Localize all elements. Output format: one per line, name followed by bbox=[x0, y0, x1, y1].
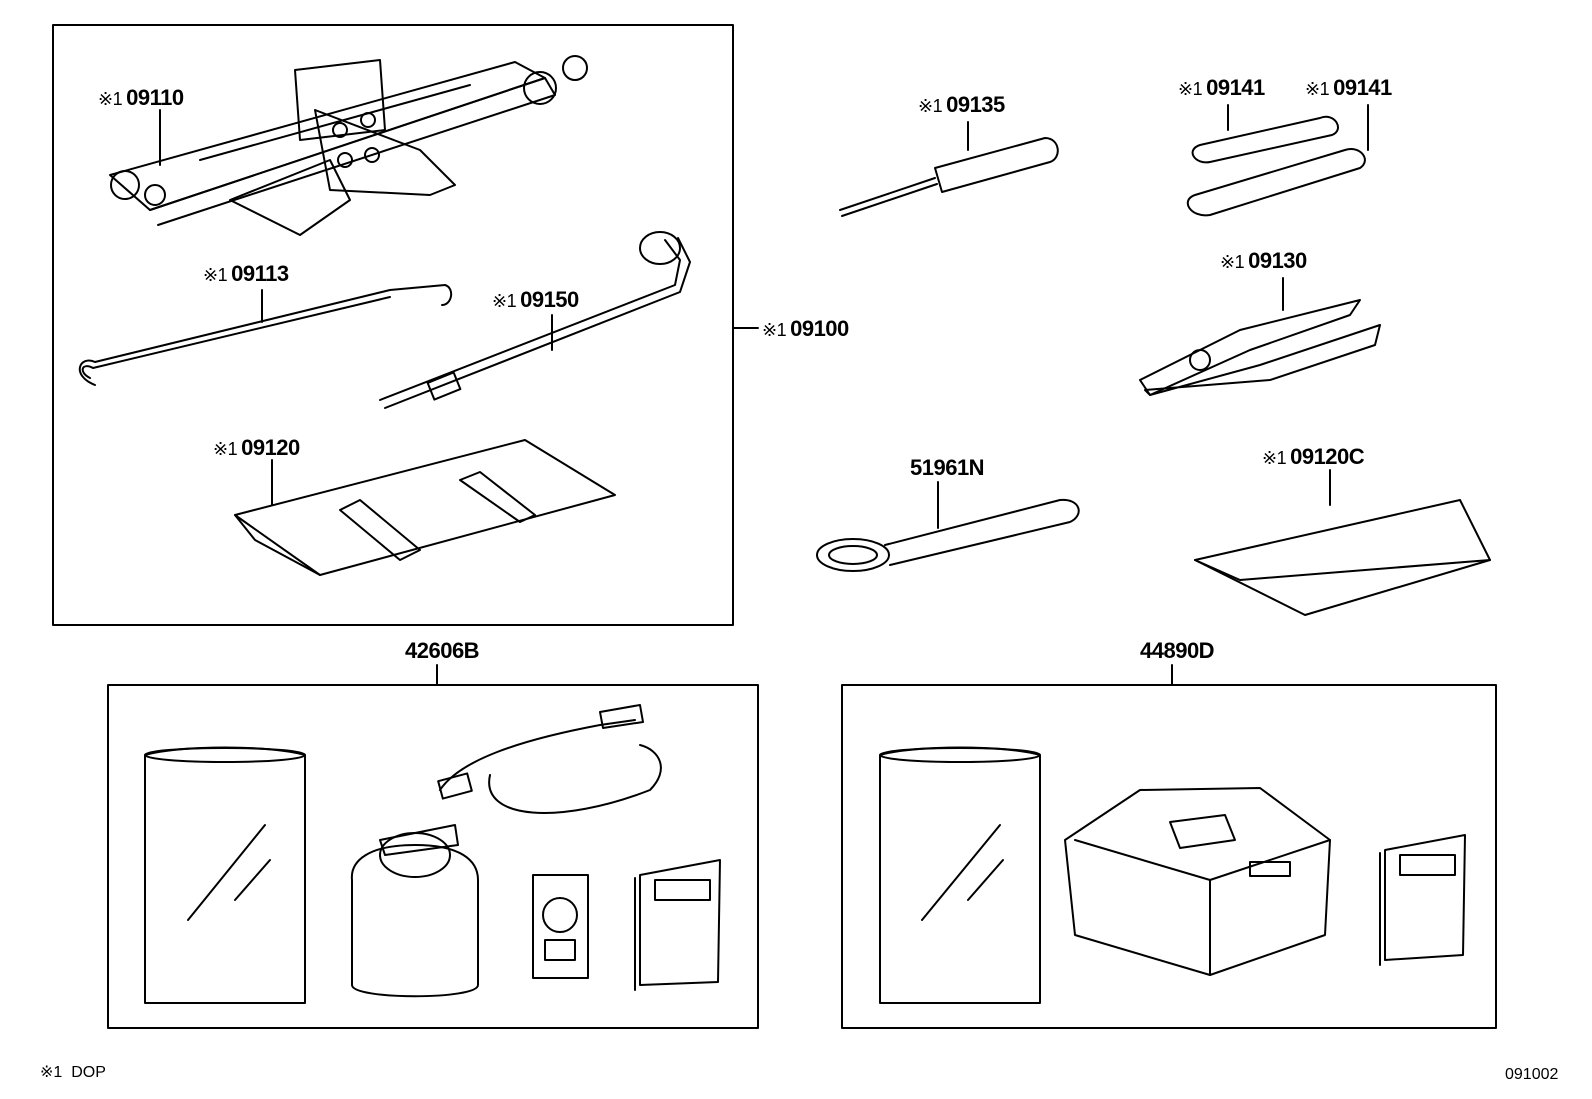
tool-bag-icon bbox=[234, 439, 616, 576]
dop-mark: ※1 bbox=[1220, 252, 1245, 272]
diagram-code: 091002 bbox=[1505, 1066, 1559, 1083]
repair-kit-contents-icon bbox=[144, 704, 721, 1004]
repair-kit-frame bbox=[107, 684, 759, 1029]
scissor-jack-icon bbox=[109, 55, 588, 236]
jack-handle-icon bbox=[78, 284, 453, 386]
dop-mark: ※1 bbox=[98, 89, 123, 109]
label-42606B: 42606B bbox=[405, 638, 480, 663]
label-44890D: 44890D bbox=[1140, 638, 1215, 663]
dop-mark: ※1 bbox=[203, 265, 228, 285]
legend-note: ※1 DOP bbox=[40, 1064, 106, 1081]
dop-mark: ※1 bbox=[213, 439, 238, 459]
label-51961N: 51961N bbox=[910, 455, 985, 480]
dop-mark: ※1 bbox=[918, 96, 943, 116]
dop-mark: ※1 bbox=[492, 291, 517, 311]
lug-wrench-icon bbox=[379, 231, 691, 409]
compressor-kit-contents-icon bbox=[879, 746, 1466, 1004]
open-end-wrenches-icon bbox=[1186, 115, 1366, 217]
dop-mark: ※1 bbox=[1262, 448, 1287, 468]
document-bag-icon bbox=[1194, 499, 1491, 616]
dop-mark: ※1 bbox=[1305, 79, 1330, 99]
towing-eye-icon bbox=[816, 498, 1080, 572]
dop-mark: ※1 bbox=[762, 320, 787, 340]
tool-kit-frame bbox=[52, 24, 734, 626]
screwdriver-icon bbox=[839, 137, 1059, 217]
dop-mark: ※1 bbox=[1178, 79, 1203, 99]
compressor-kit-frame bbox=[841, 684, 1497, 1029]
pliers-icon bbox=[1139, 299, 1381, 396]
